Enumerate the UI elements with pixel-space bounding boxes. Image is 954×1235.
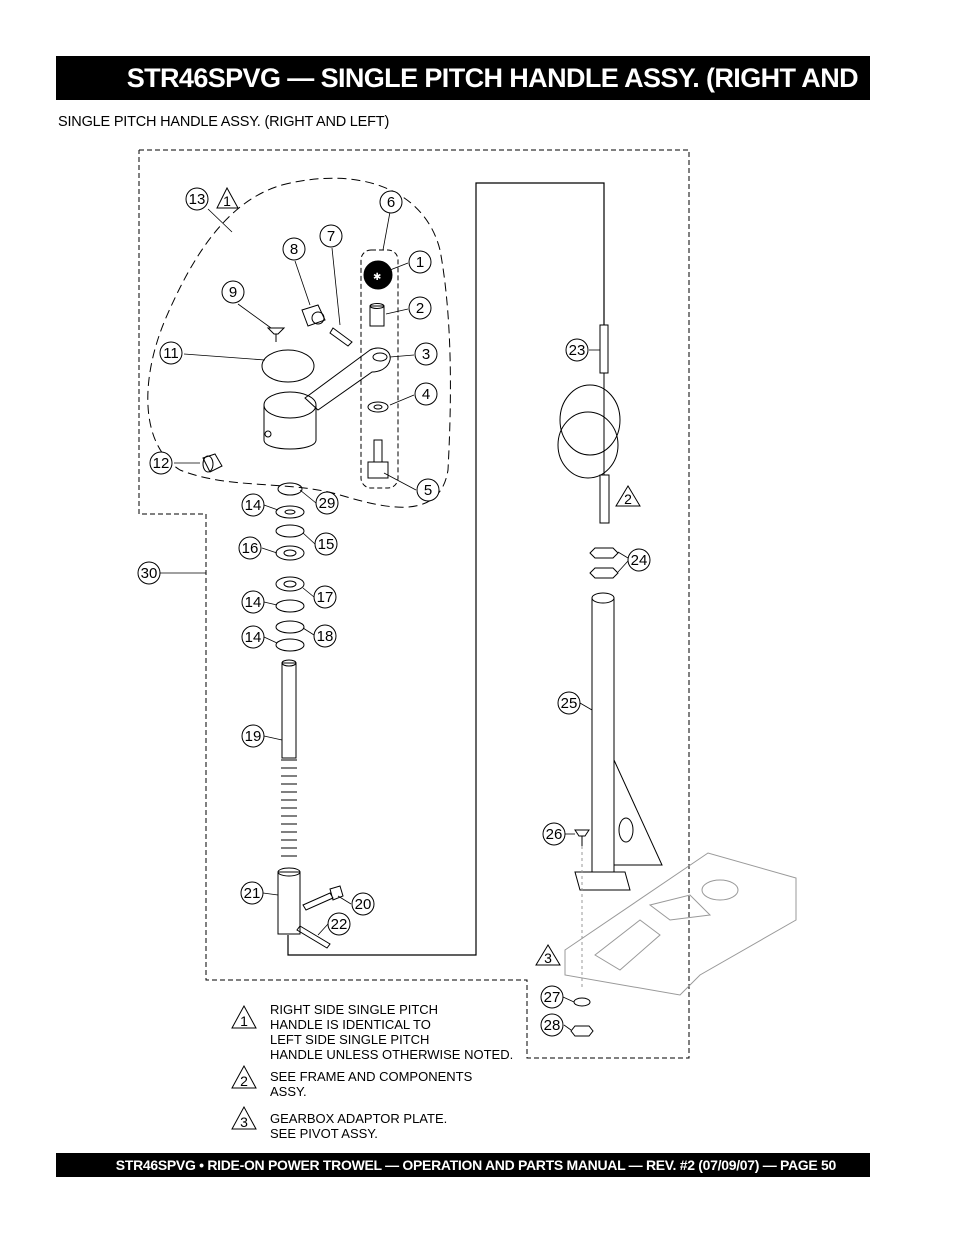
note-1-line-2: HANDLE IS IDENTICAL TO (270, 1017, 431, 1032)
callout-circles (137, 187, 651, 1037)
callout-29: 29 (319, 495, 336, 512)
note-1-line-1: RIGHT SIDE SINGLE PITCH (270, 1002, 438, 1017)
part-18-thrust-washer (275, 620, 305, 634)
cable-coil (559, 384, 621, 456)
callout-22: 22 (331, 916, 348, 933)
part-23-cable-end (599, 324, 609, 374)
callout-2: 2 (416, 300, 424, 317)
note-3-line-2: SEE PIVOT ASSY. (270, 1126, 378, 1141)
callout-17: 17 (317, 589, 334, 606)
callout-21: 21 (244, 885, 261, 902)
callout-24: 24 (631, 552, 648, 569)
callout-23: 23 (569, 342, 586, 359)
cable-threaded-end (599, 474, 610, 524)
callout-25: 25 (561, 695, 578, 712)
callout-12: 12 (153, 455, 170, 472)
diagram-caption: SINGLE PITCH HANDLE ASSY. (RIGHT AND LEF… (58, 114, 390, 130)
note-2-number: 2 (240, 1073, 248, 1089)
part-24-jam-nut-a (589, 547, 619, 559)
part-21-nut-block (277, 871, 301, 935)
part-16-bearing-housing (275, 545, 305, 561)
callout-20: 20 (355, 896, 372, 913)
page-footer: STR46SPVG • RIDE-ON POWER TROWEL — OPERA… (56, 1153, 870, 1177)
part-11-cap (261, 349, 315, 383)
callout-26: 26 (546, 826, 563, 843)
handle-group-boundary-13 (147, 177, 451, 508)
part-25-tube (591, 598, 615, 872)
callout-19: 19 (245, 728, 262, 745)
callout-15: 15 (318, 536, 335, 553)
part-14-washer-b (275, 599, 305, 613)
part-22-pin (296, 925, 331, 949)
svg-text:✱: ✱ (373, 272, 381, 283)
note-2-line-1: SEE FRAME AND COMPONENTS (270, 1069, 473, 1084)
note-3-number: 3 (240, 1114, 248, 1130)
callout-6: 6 (387, 194, 395, 211)
flag-3-diagram: 3 (544, 950, 552, 966)
part-3-lever-arm (304, 347, 391, 411)
part-26-bolt (574, 829, 590, 846)
callout-27: 27 (544, 989, 561, 1006)
callout-13: 13 (189, 191, 206, 208)
part-29-retaining-ring (277, 482, 303, 496)
handle-hub (263, 405, 317, 450)
part-5-bolt (373, 439, 383, 463)
part-20-bolt (302, 885, 344, 911)
assembly-boundary-30 (138, 149, 690, 1059)
part-15-bearing (275, 524, 305, 538)
flag-1-diagram: 1 (223, 193, 231, 209)
part-19-shaft (281, 662, 297, 759)
part-14-washer-a (275, 505, 305, 519)
callout-11: 11 (163, 345, 179, 362)
shaft-threads (281, 759, 297, 857)
part-28-nut (570, 1025, 594, 1037)
callout-9: 9 (229, 284, 237, 301)
callout-4: 4 (422, 386, 430, 403)
notes-list: RIGHT SIDE SINGLE PITCH HANDLE IS IDENTI… (270, 1002, 513, 1141)
callout-18: 18 (317, 628, 334, 645)
note-3-line-1: GEARBOX ADAPTOR PLATE. (270, 1111, 447, 1126)
callout-8: 8 (290, 241, 298, 258)
callout-7: 7 (327, 228, 335, 245)
callout-28: 28 (544, 1017, 561, 1034)
callout-5: 5 (424, 482, 432, 499)
callout-numbers: 1 2 3 4 5 6 7 8 9 11 12 13 14 14 14 15 1… (141, 191, 648, 1034)
part-24-jam-nut-b (589, 567, 619, 579)
control-cable-path (287, 182, 605, 956)
part-4-washer (367, 401, 389, 413)
part-1-knob (363, 260, 393, 290)
part-2-bushing (369, 305, 385, 327)
callout-14-c: 14 (245, 629, 262, 646)
note-1-line-3: LEFT SIDE SINGLE PITCH (270, 1032, 429, 1047)
note-1-number: 1 (240, 1013, 248, 1029)
leader-lines (160, 208, 629, 1031)
callout-14-b: 14 (245, 594, 262, 611)
callout-16: 16 (242, 540, 259, 557)
callout-3: 3 (422, 346, 430, 363)
part-12-set-screw (202, 453, 223, 473)
note-2-line-2: ASSY. (270, 1084, 307, 1099)
part-8-fitting (301, 304, 326, 327)
part-17-bearing (275, 576, 305, 592)
gearbox-adaptor-plate (564, 852, 797, 996)
callout-30: 30 (141, 565, 158, 582)
callout-1: 1 (416, 254, 424, 271)
flag-numbers: 1 2 3 1 2 3 (223, 193, 632, 1130)
callout-14-a: 14 (245, 497, 262, 514)
page-title: STR46SPVG — SINGLE PITCH HANDLE ASSY. (R… (56, 56, 870, 137)
part-9-screw (266, 327, 286, 342)
note-1-line-4: HANDLE UNLESS OTHERWISE NOTED. (270, 1047, 513, 1062)
tube-base-plate (574, 871, 631, 891)
part-27-washer (573, 997, 591, 1007)
flag-2-diagram: 2 (624, 491, 632, 507)
part-14-washer-c (275, 638, 305, 652)
tube-gusset (613, 759, 663, 866)
flag-triangles (216, 186, 641, 1130)
part-7-pin (329, 327, 353, 347)
knob-group-boundary-6 (360, 249, 399, 489)
